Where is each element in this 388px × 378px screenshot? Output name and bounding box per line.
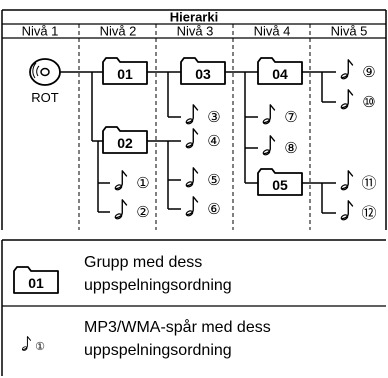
track-5: ⑤ (184, 167, 221, 189)
tree-connectors (60, 71, 336, 214)
legend-track-text-line2: uppspelningsordning (84, 342, 232, 359)
level-4-label: Nivå 4 (254, 24, 291, 39)
track-6-number: ⑥ (207, 201, 220, 218)
folder-02-label: 02 (117, 135, 133, 151)
legend-folder-icon: 01 (13, 266, 59, 294)
track-10: ⑩ (339, 89, 376, 111)
music-note-icon (261, 135, 276, 157)
level-1-label: Nivå 1 (22, 24, 59, 39)
music-note-icon (184, 167, 199, 189)
track-11: ⑪ (339, 170, 377, 192)
folder-02-icon: 02 (102, 126, 148, 154)
folder-04-icon: 04 (257, 57, 303, 85)
folder-04-label: 04 (272, 66, 288, 82)
music-note-icon (113, 170, 128, 192)
diagram-title: Hierarki (170, 10, 218, 25)
music-note-icon (261, 104, 276, 126)
track-12: ⑫ (339, 200, 377, 222)
track-3: ③ (184, 104, 221, 126)
music-note-icon (184, 128, 199, 150)
level-2-label: Nivå 2 (100, 24, 137, 39)
folder-05-label: 05 (272, 177, 288, 193)
track-7: ⑦ (261, 104, 298, 126)
folder-03-label: 03 (195, 66, 211, 82)
legend-folder-number: 01 (28, 275, 44, 291)
legend-folder-text-line2: uppspelningsordning (84, 277, 232, 294)
track-4: ④ (184, 128, 221, 150)
music-note-icon (339, 200, 354, 222)
track-2-number: ② (136, 204, 149, 221)
track-4-number: ④ (207, 133, 220, 150)
root-disc-icon (29, 58, 61, 86)
music-note-icon (339, 170, 354, 192)
track-1-number: ① (136, 175, 149, 192)
legend: 01 Grupp med dess uppspelningsordning ① … (1, 239, 386, 376)
root-label: ROT (31, 90, 59, 105)
track-10-number: ⑩ (362, 94, 375, 111)
folder-03-icon: 03 (180, 57, 226, 85)
music-note-icon (184, 104, 199, 126)
track-7-number: ⑦ (284, 109, 297, 126)
level-header: Hierarki Nivå 1 Nivå 2 Nivå 3 Nivå 4 Niv… (1, 9, 387, 230)
level-5-label: Nivå 5 (331, 24, 368, 39)
track-8: ⑧ (261, 135, 298, 157)
track-3-number: ③ (207, 109, 220, 126)
level-3-label: Nivå 3 (177, 24, 214, 39)
folder-01-label: 01 (117, 66, 133, 82)
folder-05-icon: 05 (257, 168, 303, 196)
track-12-number: ⑫ (361, 205, 376, 222)
music-note-icon (113, 199, 128, 221)
legend-music-note-icon (21, 336, 32, 352)
column-separators (78, 24, 311, 230)
music-note-icon (184, 196, 199, 218)
music-note-icon (339, 59, 354, 81)
track-6: ⑥ (184, 196, 221, 218)
track-1: ① (113, 170, 150, 192)
legend-track-text-line1: MP3/WMA-spår med dess (84, 318, 271, 336)
track-9: ⑨ (339, 59, 376, 81)
track-8-number: ⑧ (284, 140, 297, 157)
track-5-number: ⑤ (207, 172, 220, 189)
track-9-number: ⑨ (362, 64, 375, 81)
legend-folder-text-line1: Grupp med dess (84, 254, 202, 271)
folder-01-icon: 01 (102, 57, 148, 85)
track-2: ② (113, 199, 150, 221)
legend-track-number: ① (35, 341, 45, 353)
track-11-number: ⑪ (361, 175, 376, 192)
music-note-icon (339, 89, 354, 111)
